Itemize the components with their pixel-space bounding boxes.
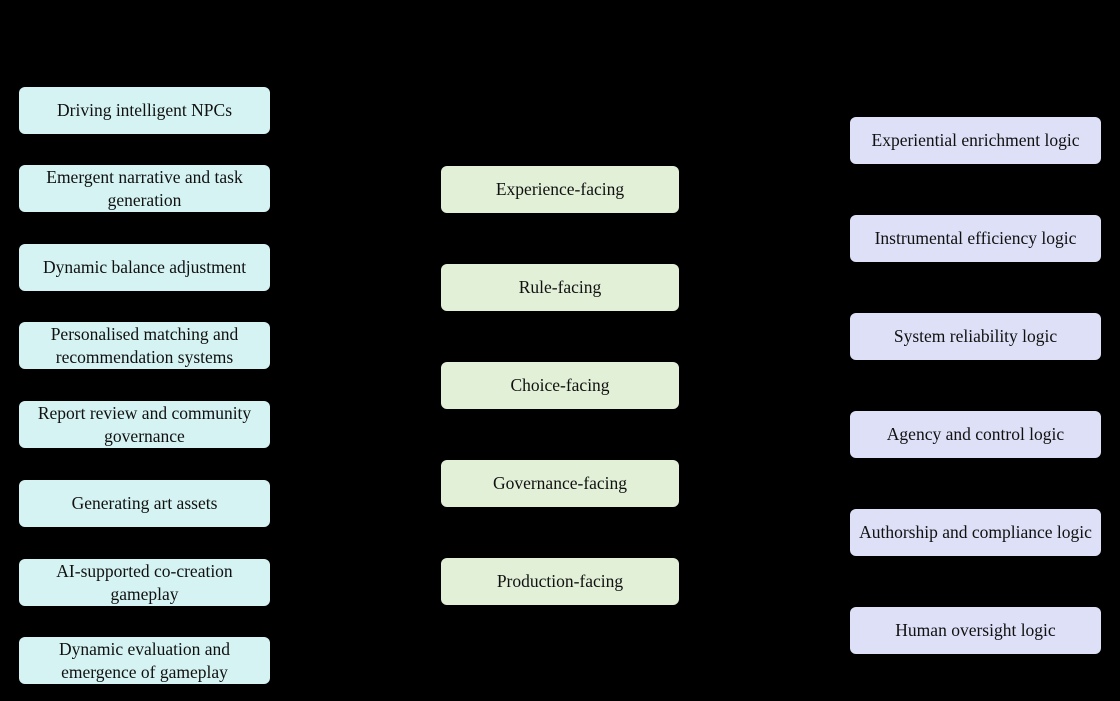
left-node-1: Driving intelligent NPCs (19, 87, 270, 134)
left-node-4: Personalised matching and recommendation… (19, 322, 270, 369)
left-node-7: AI-supported co-creation gameplay (19, 559, 270, 606)
left-node-3: Dynamic balance adjustment (19, 244, 270, 291)
right-node-4: Agency and control logic (850, 411, 1101, 458)
right-node-1: Experiential enrichment logic (850, 117, 1101, 164)
left-node-8: Dynamic evaluation and emergence of game… (19, 637, 270, 684)
middle-node-2: Rule-facing (441, 264, 679, 311)
left-node-2: Emergent narrative and task generation (19, 165, 270, 212)
right-node-5: Authorship and compliance logic (850, 509, 1101, 556)
left-node-6: Generating art assets (19, 480, 270, 527)
left-node-5: Report review and community governance (19, 401, 270, 448)
middle-node-1: Experience-facing (441, 166, 679, 213)
middle-node-4: Governance-facing (441, 460, 679, 507)
right-node-6: Human oversight logic (850, 607, 1101, 654)
right-node-2: Instrumental efficiency logic (850, 215, 1101, 262)
middle-node-5: Production-facing (441, 558, 679, 605)
right-node-3: System reliability logic (850, 313, 1101, 360)
middle-node-3: Choice-facing (441, 362, 679, 409)
